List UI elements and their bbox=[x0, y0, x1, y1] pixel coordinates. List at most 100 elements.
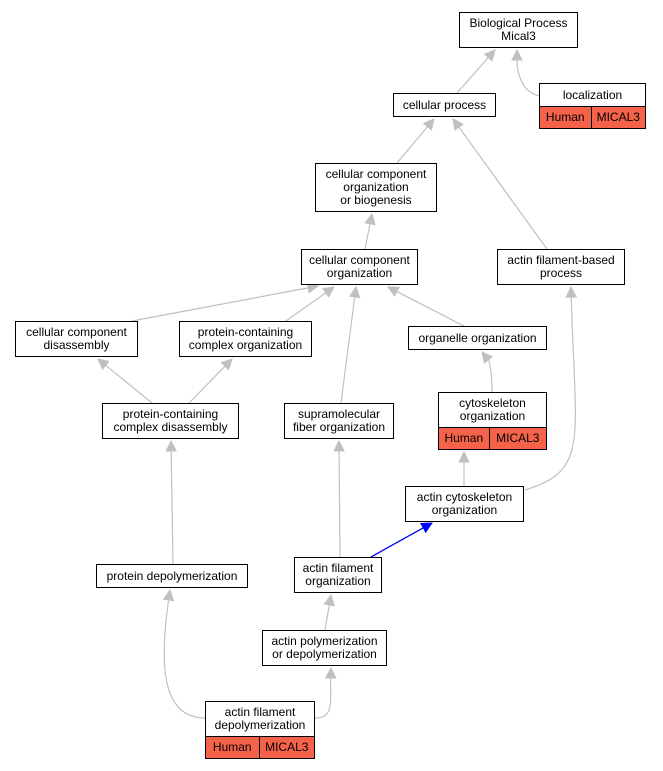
term-label-line: complex organization bbox=[188, 338, 303, 352]
edge-line bbox=[188, 365, 226, 404]
arrowhead-icon bbox=[322, 286, 335, 298]
term-label-line: organization bbox=[431, 503, 498, 517]
gene-tag: MICAL3 bbox=[488, 428, 546, 449]
arrowhead-icon bbox=[481, 351, 494, 364]
edge-line bbox=[285, 292, 327, 322]
term-label-line: Biological Process bbox=[469, 16, 568, 30]
term-label-line: cytoskeleton bbox=[459, 396, 526, 410]
species-tag: Human bbox=[439, 428, 489, 449]
arrowhead-icon bbox=[452, 118, 464, 131]
edge-line bbox=[324, 604, 330, 631]
edge-afd-to-pd bbox=[162, 588, 206, 719]
go-term-pd[interactable]: protein depolymerization bbox=[96, 564, 248, 588]
edge-line bbox=[396, 126, 429, 164]
edge-afd-to-apd bbox=[314, 666, 337, 719]
arrowhead-icon bbox=[483, 49, 496, 62]
species-tag: Human bbox=[206, 737, 259, 758]
edge-line bbox=[456, 57, 489, 94]
term-label-line: process bbox=[539, 266, 583, 280]
term-label-line: actin cytoskeleton bbox=[416, 490, 513, 504]
edge-line bbox=[340, 296, 356, 404]
term-label-line: actin filament bbox=[224, 705, 296, 719]
term-label-line: organization bbox=[305, 574, 371, 588]
term-label: protein depolymerization bbox=[97, 565, 247, 587]
edge-line bbox=[396, 291, 465, 327]
edge-localization-to-bp bbox=[511, 48, 541, 97]
edge-line bbox=[163, 599, 206, 719]
arrowhead-icon bbox=[565, 285, 578, 298]
edge-line bbox=[458, 126, 548, 250]
term-label-line: protein-containing bbox=[197, 325, 294, 339]
arrowhead-icon bbox=[220, 358, 233, 371]
arrowhead-icon bbox=[387, 286, 400, 297]
term-label-line: or depolymerization bbox=[272, 647, 377, 661]
edge-line bbox=[370, 527, 424, 558]
go-term-cellular-process[interactable]: cellular process bbox=[393, 93, 496, 117]
edge-aco-to-afbp bbox=[524, 285, 578, 491]
arrowhead-icon bbox=[323, 593, 335, 607]
arrowhead-icon bbox=[324, 666, 337, 679]
term-label-line: Mical3 bbox=[501, 29, 536, 43]
term-label-line: cellular component bbox=[26, 325, 127, 339]
edge-line bbox=[516, 59, 541, 97]
arrowhead-icon bbox=[165, 439, 177, 452]
term-label-line: or biogenesis bbox=[340, 193, 412, 207]
arrowhead-icon bbox=[422, 118, 435, 131]
edge-line bbox=[170, 450, 174, 565]
edge-co-to-oo bbox=[481, 351, 494, 393]
term-label-line: localization bbox=[562, 87, 623, 102]
edge-oo-to-cco bbox=[387, 286, 465, 327]
edge-ccob-to-cellular_process bbox=[396, 118, 435, 164]
edge-afbp-to-cellular_process bbox=[452, 118, 548, 250]
species-tag: Human bbox=[540, 107, 591, 128]
edge-apd-to-afo bbox=[323, 593, 335, 631]
arrowhead-icon bbox=[364, 212, 376, 226]
edge-afo-to-sfo bbox=[333, 439, 345, 558]
arrowhead-icon bbox=[97, 358, 110, 371]
term-label-line: actin filament-based bbox=[507, 253, 615, 267]
term-label-line: depolymerization bbox=[214, 718, 306, 732]
term-label-line: protein depolymerization bbox=[106, 568, 238, 583]
edge-line bbox=[131, 287, 309, 322]
arrowhead-icon bbox=[458, 450, 470, 463]
arrowhead-icon bbox=[348, 285, 361, 299]
arrowhead-icon bbox=[162, 588, 175, 602]
edge-line bbox=[105, 364, 153, 404]
go-term-oo[interactable]: organelle organization bbox=[408, 326, 547, 350]
term-label-line: actin filament bbox=[302, 561, 374, 575]
term-label-line: cellular component bbox=[325, 167, 427, 181]
term-label-line: organization bbox=[343, 180, 409, 194]
edge-cco-to-ccob bbox=[364, 212, 376, 250]
edge-line bbox=[524, 296, 577, 491]
